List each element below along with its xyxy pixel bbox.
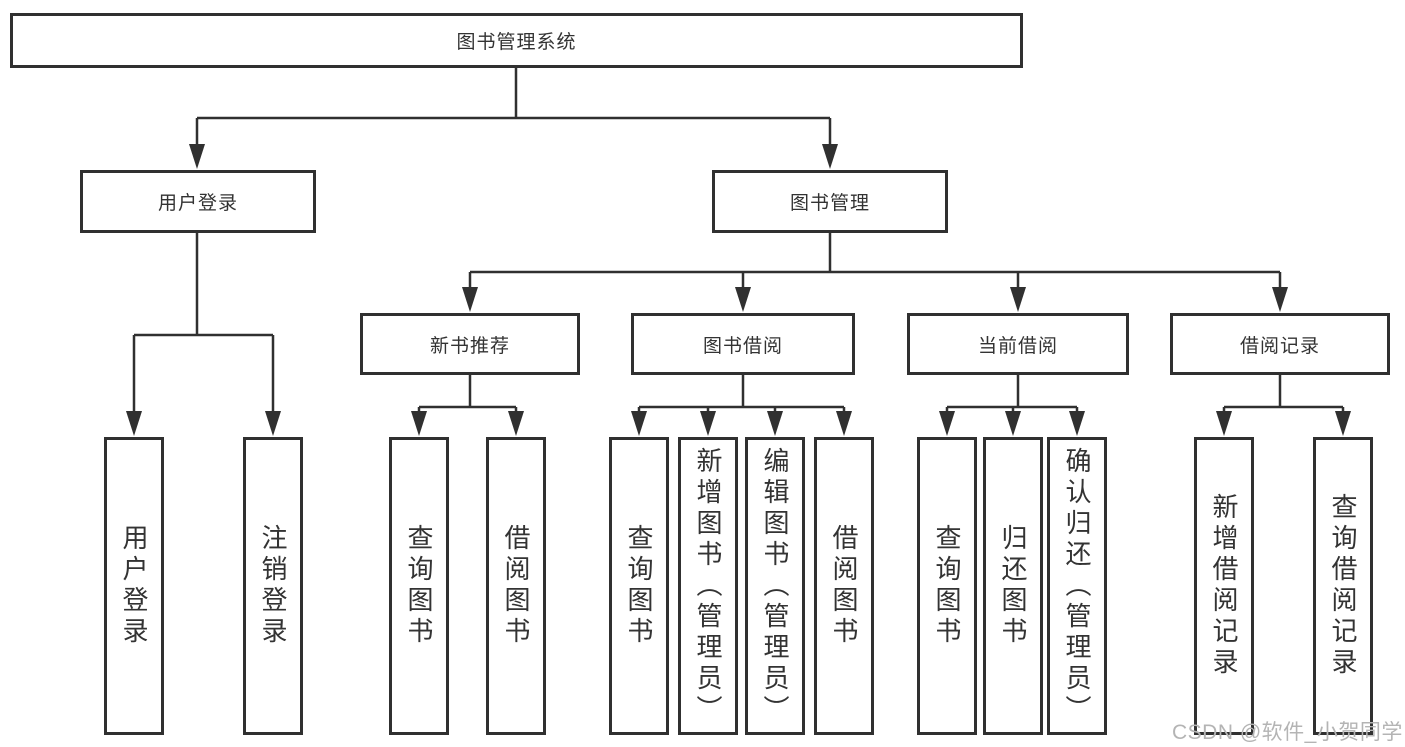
leaf-borrow-edit-books-admin: 编辑图书（管理员） <box>745 437 805 735</box>
node-library-management-system: 图书管理系统 <box>10 13 1023 68</box>
leaf-label: 编辑图书（管理员） <box>760 446 790 726</box>
node-new-book-recommendation: 新书推荐 <box>360 313 580 375</box>
leaf-label: 新增借阅记录 <box>1209 493 1239 679</box>
node-current-borrowing: 当前借阅 <box>907 313 1129 375</box>
leaf-borrow-query-books: 查询图书 <box>609 437 669 735</box>
node-label: 当前借阅 <box>977 335 1058 357</box>
node-label: 图书借阅 <box>702 335 783 357</box>
leaf-label: 查询借阅记录 <box>1328 493 1358 679</box>
leaf-records-add-record: 新增借阅记录 <box>1194 437 1254 735</box>
csdn-watermark: CSDN @软件_小贺同学 <box>1172 721 1403 744</box>
node-book-borrowing: 图书借阅 <box>631 313 855 375</box>
node-user-login: 用户登录 <box>80 170 316 233</box>
leaf-rec-borrow-books: 借阅图书 <box>486 437 546 735</box>
leaf-label: 查询图书 <box>624 524 654 648</box>
leaf-borrow-borrow-books: 借阅图书 <box>814 437 874 735</box>
leaf-label: 借阅图书 <box>829 524 859 648</box>
leaf-rec-query-books: 查询图书 <box>389 437 449 735</box>
node-label: 借阅记录 <box>1239 335 1320 357</box>
node-label: 用户登录 <box>157 193 238 214</box>
leaf-label: 查询图书 <box>932 524 962 648</box>
node-book-management: 图书管理 <box>712 170 948 233</box>
node-label: 图书管理系统 <box>456 32 577 53</box>
leaf-current-query-books: 查询图书 <box>917 437 977 735</box>
node-label: 新书推荐 <box>429 335 510 357</box>
leaf-current-confirm-return-admin: 确认归还（管理员） <box>1047 437 1107 735</box>
leaf-label: 借阅图书 <box>501 524 531 648</box>
node-label: 图书管理 <box>789 193 870 214</box>
leaf-records-query-record: 查询借阅记录 <box>1313 437 1373 735</box>
leaf-label: 新增图书（管理员） <box>693 446 723 726</box>
leaf-current-return-books: 归还图书 <box>983 437 1043 735</box>
leaf-label: 查询图书 <box>404 524 434 648</box>
leaf-label: 用户登录 <box>119 524 149 648</box>
leaf-label: 确认归还（管理员） <box>1062 446 1092 726</box>
leaf-logout: 注销登录 <box>243 437 303 735</box>
leaf-borrow-add-books-admin: 新增图书（管理员） <box>678 437 738 735</box>
leaf-user-login: 用户登录 <box>104 437 164 735</box>
leaf-label: 归还图书 <box>998 524 1028 648</box>
leaf-label: 注销登录 <box>258 524 288 648</box>
node-borrowing-records: 借阅记录 <box>1170 313 1390 375</box>
